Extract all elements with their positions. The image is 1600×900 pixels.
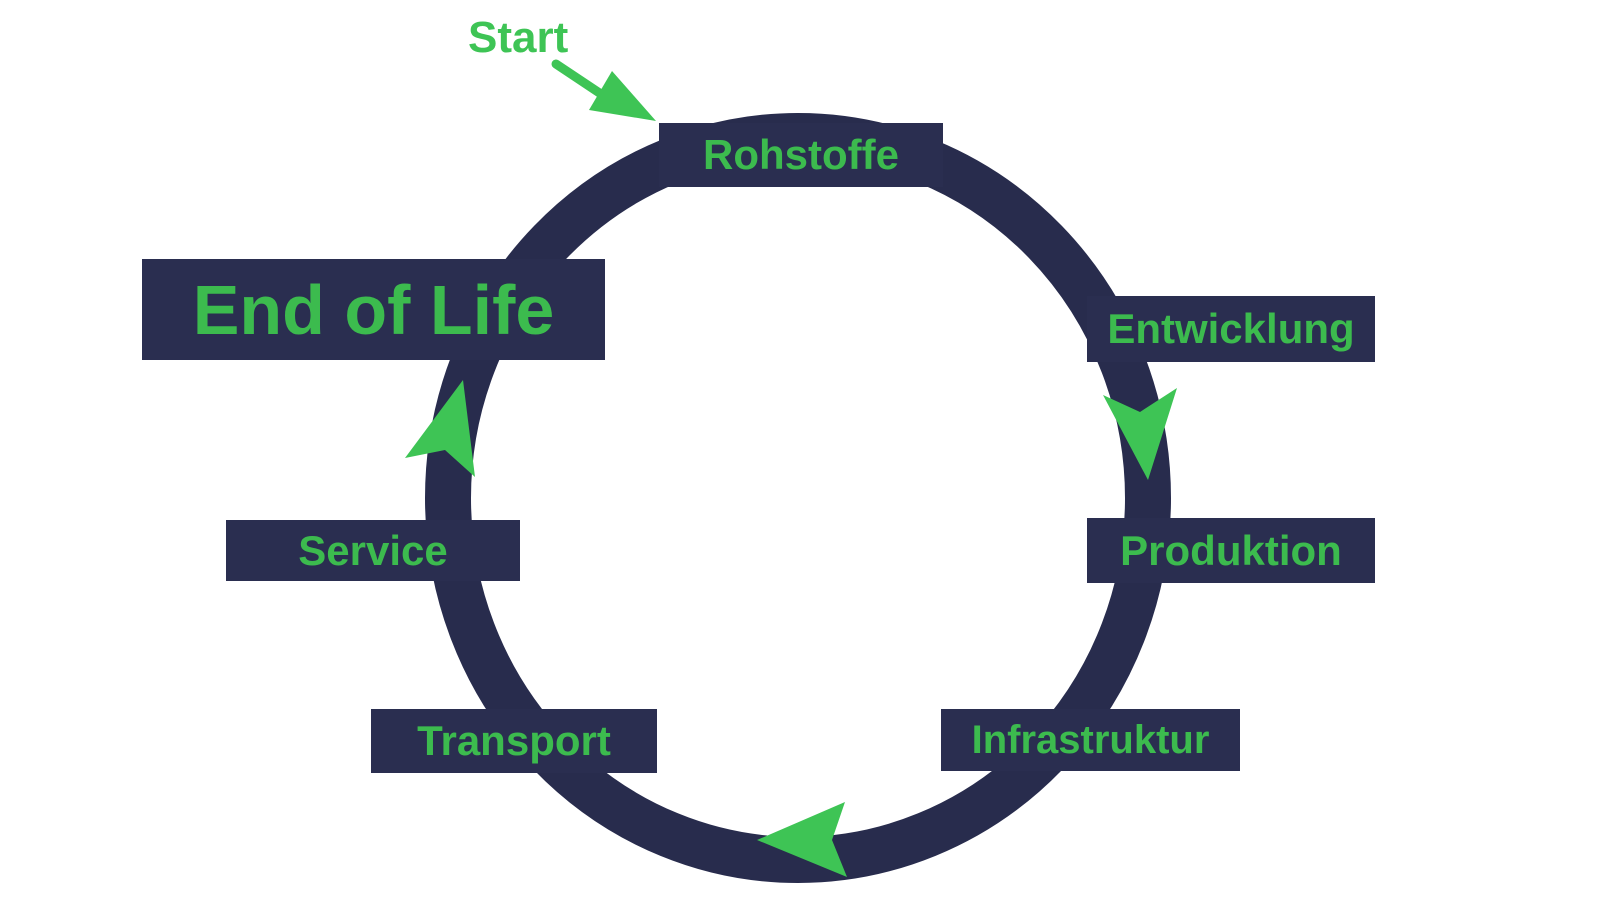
stage-box-produktion: Produktion — [1087, 518, 1375, 583]
stage-box-transport: Transport — [371, 709, 657, 773]
arrow-up-icon — [405, 380, 475, 477]
start-arrow-icon — [589, 71, 656, 121]
arrow-left-icon — [757, 802, 847, 877]
stage-box-rohstoffe: Rohstoffe — [659, 123, 943, 187]
stage-label-transport: Transport — [417, 717, 611, 764]
stage-box-entwicklung: Entwicklung — [1087, 296, 1375, 362]
stage-label-produktion: Produktion — [1120, 526, 1342, 574]
stage-label-end-of-life: End of Life — [192, 270, 555, 349]
start-arrow-shaft — [551, 59, 609, 101]
stage-label-entwicklung: Entwicklung — [1107, 305, 1355, 352]
stage-box-end-of-life: End of Life — [142, 259, 605, 360]
stage-box-infrastruktur: Infrastruktur — [941, 709, 1240, 771]
arrow-down-icon — [1103, 388, 1177, 480]
stage-label-infrastruktur: Infrastruktur — [971, 718, 1210, 762]
start-label: Start — [468, 13, 569, 62]
stage-label-service: Service — [298, 526, 448, 574]
stage-label-rohstoffe: Rohstoffe — [703, 131, 899, 178]
stage-box-service: Service — [226, 520, 520, 581]
